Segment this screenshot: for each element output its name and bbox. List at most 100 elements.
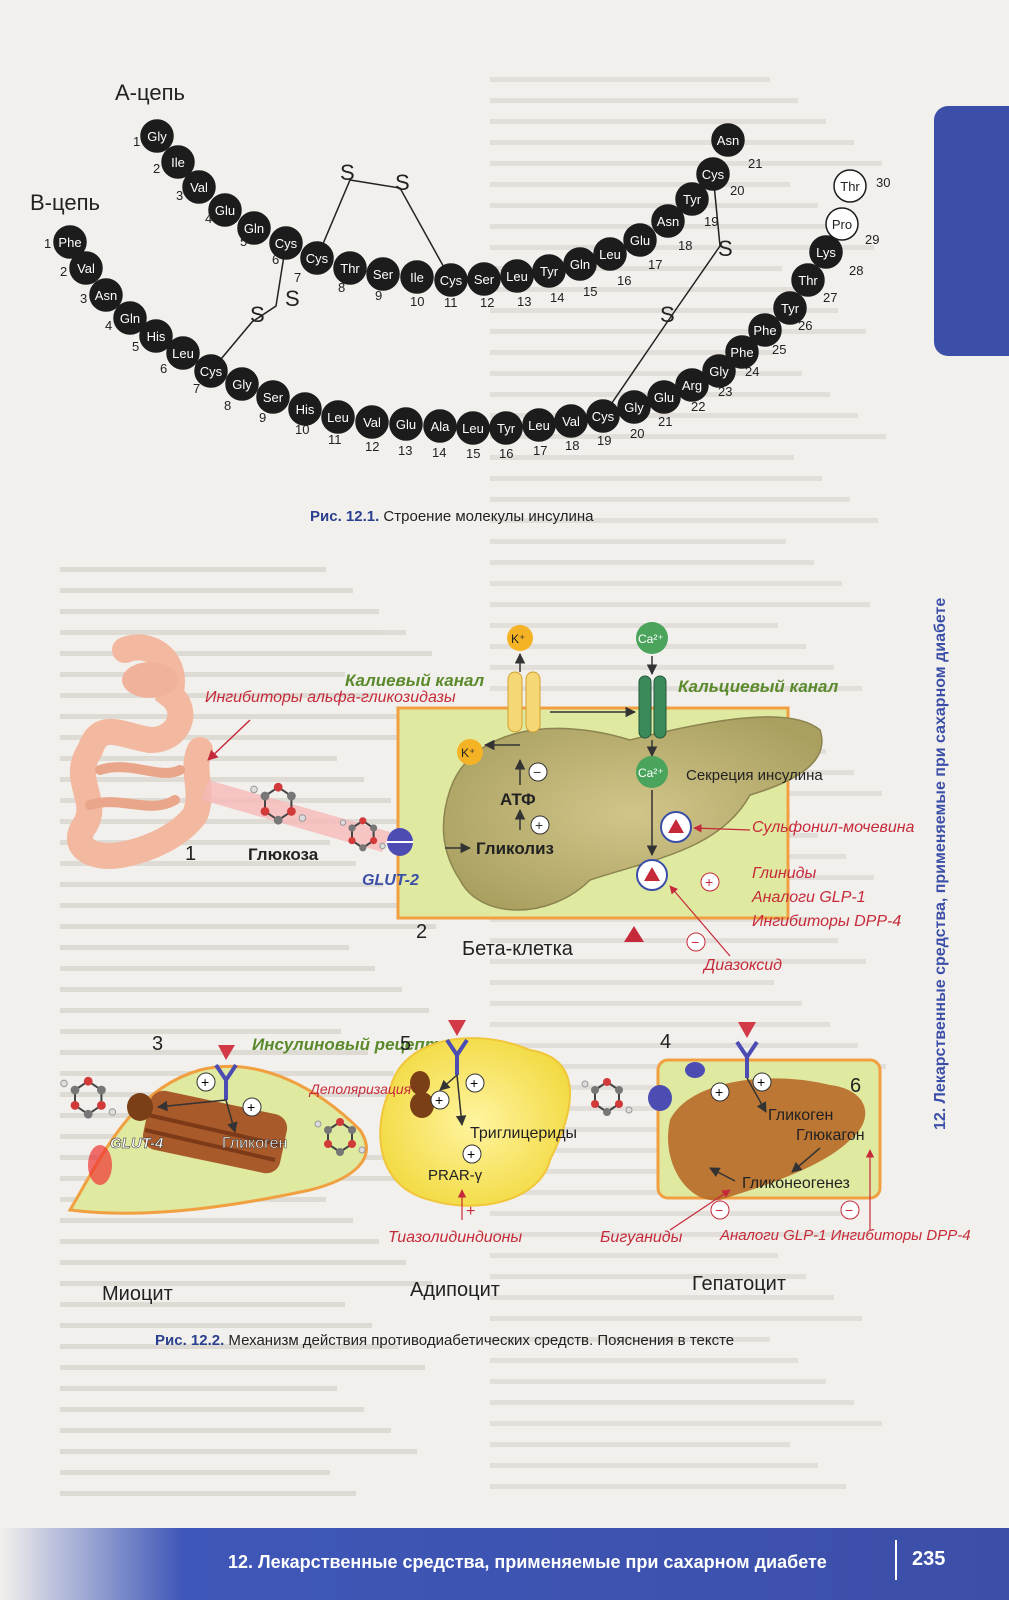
residue-label: Cys bbox=[306, 251, 329, 266]
svg-text:K⁺: K⁺ bbox=[461, 746, 475, 760]
figure1-caption-text: Строение молекулы инсулина bbox=[379, 508, 594, 525]
amino-acid-residue: Arg bbox=[675, 368, 709, 402]
disulfide-s-label: S bbox=[250, 302, 265, 327]
residue-number: 19 bbox=[704, 214, 718, 229]
residue-number: 6 bbox=[272, 252, 279, 267]
residue-label: Phe bbox=[730, 345, 753, 360]
alpha-gluc-line: Ингибиторы альфа-гликозидазы bbox=[205, 689, 456, 706]
glucose-label: Глюкоза bbox=[248, 845, 319, 864]
intestine-illustration bbox=[67, 634, 213, 869]
myocyte-glycogen-label: Гликоген bbox=[222, 1135, 287, 1152]
amino-acid-residue: Thr bbox=[833, 169, 867, 203]
amino-acid-residue: Glu bbox=[623, 223, 657, 257]
residue-number: 10 bbox=[295, 422, 309, 437]
residue-label: Glu bbox=[654, 390, 674, 405]
hepatocyte-glycogen-label: Гликоген bbox=[768, 1107, 833, 1124]
residue-label: Tyr bbox=[683, 192, 702, 207]
disulfide-s-label: S bbox=[395, 170, 410, 195]
alpha-glucosidase-inhibitor-label: Ингибиторы альфа-гликозидазы bbox=[205, 689, 456, 706]
residue-number: 7 bbox=[294, 270, 301, 285]
glp1-dpp4-label: Аналоги GLP-1 Ингибиторы DPP-4 bbox=[719, 1227, 971, 1244]
amino-acid-residue: Leu bbox=[522, 408, 556, 442]
amino-acid-residue: Gln bbox=[237, 211, 271, 245]
amino-acid-residue: Ser bbox=[467, 262, 501, 296]
figure1-caption-number: Рис. 12.1. bbox=[310, 508, 380, 525]
amino-acid-residue: Phe bbox=[53, 225, 87, 259]
glut4-transporter bbox=[127, 1093, 153, 1121]
svg-text:+: + bbox=[435, 1092, 443, 1108]
step-number-4: 4 bbox=[660, 1031, 671, 1053]
residue-label: Gln bbox=[120, 311, 140, 326]
residue-label: Lys bbox=[816, 245, 836, 260]
residue-label: Ala bbox=[431, 419, 451, 434]
amino-acid-residue: Val bbox=[554, 404, 588, 438]
glut2-transporter bbox=[648, 1085, 672, 1111]
adipocyte-transporter bbox=[410, 1092, 434, 1118]
residue-number: 1 bbox=[44, 236, 51, 251]
prar-gamma-label: PRAR-γ bbox=[428, 1167, 483, 1184]
residue-label: Thr bbox=[340, 261, 360, 276]
chapter-side-title: 12. Лекарственные средства, применяемые … bbox=[932, 597, 949, 1130]
glucose-molecule bbox=[314, 1118, 366, 1156]
residue-label: Gly bbox=[709, 364, 729, 379]
glucose-molecule bbox=[581, 1078, 633, 1116]
amino-acid-residue: Leu bbox=[500, 259, 534, 293]
plus-sign bbox=[530, 815, 550, 835]
residue-number: 13 bbox=[517, 294, 531, 309]
amino-acid-residue: Cys bbox=[194, 354, 228, 388]
residue-number: 20 bbox=[730, 183, 744, 198]
residue-number: 11 bbox=[444, 295, 458, 310]
plus-sign bbox=[700, 872, 720, 892]
insulin-receptor bbox=[445, 1020, 469, 1075]
residue-number: 20 bbox=[630, 426, 644, 441]
residue-label: Leu bbox=[528, 418, 550, 433]
svg-text:+: + bbox=[535, 817, 543, 833]
amino-acid-residue: Cys bbox=[300, 241, 334, 275]
minus-sign bbox=[710, 1200, 730, 1220]
amino-acid-residue: Asn bbox=[651, 204, 685, 238]
step-number-3: 3 bbox=[152, 1033, 163, 1055]
figure1-caption: Рис. 12.1. Строение молекулы инсулина bbox=[310, 508, 593, 525]
insulin-receptor-label: Инсулиновый рецептор bbox=[252, 1035, 460, 1054]
residue-number: 21 bbox=[748, 156, 762, 171]
svg-text:−: − bbox=[533, 764, 541, 780]
disulfide-s-label: S bbox=[285, 286, 300, 311]
residue-number: 30 bbox=[876, 175, 890, 190]
residue-label: Leu bbox=[327, 410, 349, 425]
residue-number: 18 bbox=[565, 438, 579, 453]
figure2-caption-text: Механизм действия противодиабетических с… bbox=[224, 1332, 735, 1349]
residue-number: 14 bbox=[550, 290, 564, 305]
residue-label: Ile bbox=[410, 270, 424, 285]
k-ion-inside bbox=[457, 739, 483, 765]
amino-acid-residue: Asn bbox=[89, 278, 123, 312]
amino-acid-residue: Thr bbox=[791, 263, 825, 297]
figure2-caption: Рис. 12.2. Механизм действия противодиаб… bbox=[155, 1332, 734, 1349]
triglycerides-label: Триглицериды bbox=[470, 1125, 577, 1142]
a-chain-label: А-цепь bbox=[115, 80, 185, 105]
residue-label: Phe bbox=[58, 235, 81, 250]
plus-sign bbox=[242, 1097, 262, 1117]
residue-number: 3 bbox=[80, 291, 87, 306]
footer-chapter-title: 12. Лекарственные средства, применяемые … bbox=[228, 1552, 827, 1572]
residue-label: Arg bbox=[682, 378, 702, 393]
amino-acid-residue: Ile bbox=[400, 260, 434, 294]
myocyte-label: Миоцит bbox=[102, 1283, 173, 1305]
amino-acid-residue: Gly bbox=[702, 354, 736, 388]
residue-label: Asn bbox=[717, 133, 739, 148]
glucose-molecule bbox=[60, 1076, 117, 1119]
residue-label: His bbox=[296, 402, 315, 417]
amino-acid-residue: Glu bbox=[208, 193, 242, 227]
step-number-6: 6 bbox=[850, 1075, 861, 1097]
insulin-triangle bbox=[624, 926, 644, 942]
residue-number: 23 bbox=[718, 384, 732, 399]
amino-acid-residue: Cys bbox=[586, 399, 620, 433]
amino-acid-residue: Gly bbox=[225, 367, 259, 401]
residue-label: Ile bbox=[171, 155, 185, 170]
residue-label: Thr bbox=[840, 179, 860, 194]
amino-acid-residue: Val bbox=[69, 251, 103, 285]
svg-text:−: − bbox=[691, 934, 699, 950]
residue-label: Ser bbox=[474, 272, 495, 287]
residue-label: Cys bbox=[592, 409, 615, 424]
residue-label: Pro bbox=[832, 217, 852, 232]
